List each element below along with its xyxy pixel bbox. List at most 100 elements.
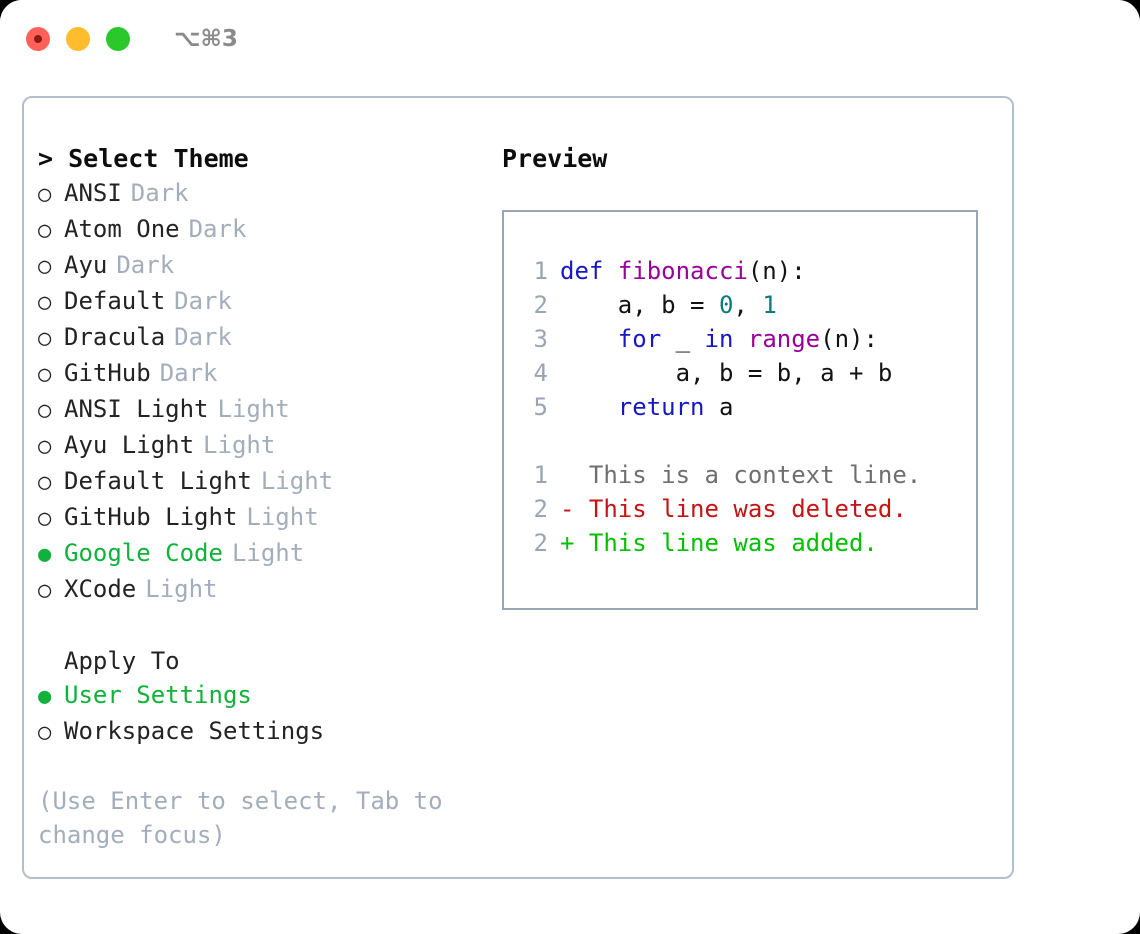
- theme-option-atom-one[interactable]: ○ Atom One Dark: [38, 212, 508, 248]
- code-line: 1 def fibonacci(n):: [514, 254, 976, 288]
- diff-line-add: 2+ This line was added.: [514, 526, 976, 560]
- radio-selected-icon: ●: [38, 542, 52, 567]
- theme-option-label: ANSI Light: [64, 395, 209, 423]
- diff-line-ctx: 1 This is a context line.: [514, 458, 976, 492]
- radio-unselected-icon: ○: [38, 254, 52, 279]
- radio-unselected-icon: ○: [38, 720, 52, 745]
- code-line-number: 3: [533, 325, 548, 353]
- apply-to-option-workspace-settings[interactable]: ○ Workspace Settings: [38, 714, 508, 750]
- radio-unselected-icon: ○: [38, 290, 52, 315]
- code-token-kw: def: [560, 257, 604, 285]
- apply-to-list[interactable]: ● User Settings ○ Workspace Settings: [38, 678, 508, 750]
- code-token-plain: (n):: [747, 257, 806, 285]
- radio-unselected-icon: ○: [38, 470, 52, 495]
- code-token-plain: (n):: [820, 325, 878, 353]
- theme-option-category: Dark: [174, 287, 232, 315]
- code-token-num: 1: [762, 291, 777, 319]
- theme-option-category: Light: [203, 431, 276, 459]
- code-line: 5 return a: [514, 390, 976, 424]
- radio-unselected-icon: ○: [38, 218, 52, 243]
- code-token-plain: [733, 325, 747, 353]
- code-token-num: 0: [718, 291, 734, 319]
- code-line-number: 5: [533, 393, 548, 421]
- code-token-plain: _: [661, 325, 705, 353]
- code-token-plain: [560, 393, 618, 421]
- code-line-number: 2: [533, 291, 548, 319]
- theme-option-category: Dark: [174, 323, 232, 351]
- code-token-kw: return: [617, 393, 705, 421]
- diff-sample: 1 This is a context line. 2 - This line wa…: [514, 458, 976, 560]
- apply-to-title: Apply To: [64, 647, 180, 675]
- code-line-content: for _ in range(n):: [560, 322, 878, 356]
- theme-option-category: Light: [145, 575, 218, 603]
- theme-option-category: Dark: [159, 359, 218, 387]
- code-token-plain: a, b = b, a + b: [560, 359, 893, 387]
- diff-line-content: + This line was added.: [560, 529, 878, 557]
- theme-option-label: Default: [64, 287, 166, 315]
- theme-option-default[interactable]: ○ Default Dark: [38, 284, 508, 320]
- diff-line-number: 1: [533, 461, 548, 489]
- diff-line-del: 2 - This line was deleted.: [514, 492, 976, 526]
- diff-line-content: - This line was deleted.: [560, 495, 907, 523]
- theme-option-category: Dark: [188, 215, 247, 243]
- code-line: 3 for _ in range(n):: [514, 322, 976, 356]
- keyboard-hint-text: (Use Enter to select, Tab to change focu…: [38, 787, 458, 849]
- code-token-plain: a, b =: [560, 291, 719, 319]
- theme-option-label: ANSI: [64, 179, 122, 207]
- code-line: 2 a, b = 0, 1: [514, 288, 976, 322]
- theme-option-label: Ayu: [64, 251, 108, 279]
- close-button-icon[interactable]: [26, 27, 50, 51]
- code-line-content: a, b = 0, 1: [560, 288, 777, 322]
- diff-line-number: 2: [533, 495, 548, 523]
- code-token-kw: for: [617, 325, 662, 353]
- theme-option-label: Atom One: [64, 215, 180, 243]
- theme-option-ansi[interactable]: ○ ANSI Dark: [38, 176, 508, 212]
- title-bar: ⌥⌘3: [0, 0, 1140, 78]
- theme-option-label: Google Code: [64, 539, 223, 567]
- apply-to-option-user-settings[interactable]: ● User Settings: [38, 678, 508, 714]
- preview-title: Preview: [502, 144, 608, 173]
- traffic-light-group: [26, 27, 130, 51]
- theme-option-label: Ayu Light: [64, 431, 195, 459]
- diff-line-content: This is a context line.: [560, 461, 922, 489]
- code-line-number: 4: [533, 359, 548, 387]
- radio-unselected-icon: ○: [38, 506, 52, 531]
- apply-to-option-label: Workspace Settings: [64, 717, 325, 745]
- code-token-fn: fibonacci: [617, 257, 748, 285]
- minimize-button-icon[interactable]: [66, 27, 90, 51]
- code-token-kw: in: [704, 325, 734, 353]
- radio-unselected-icon: ○: [38, 578, 52, 603]
- theme-option-label: Default Light: [64, 467, 252, 495]
- theme-option-label: GitHub: [64, 359, 151, 387]
- theme-option-label: Dracula: [64, 323, 166, 351]
- theme-option-category: Light: [231, 539, 305, 567]
- code-line: 4 a, b = b, a + b: [514, 356, 976, 390]
- code-line-number: 1: [533, 257, 548, 285]
- apply-to-option-label: User Settings: [64, 681, 252, 709]
- maximize-button-icon[interactable]: [106, 27, 130, 51]
- code-line-content: def fibonacci(n):: [560, 254, 806, 288]
- radio-unselected-icon: ○: [38, 182, 52, 207]
- theme-option-category: Light: [246, 503, 319, 531]
- code-token-fn: range: [747, 325, 821, 353]
- radio-selected-icon: ●: [38, 684, 52, 709]
- theme-option-google-code[interactable]: ● Google Code Light: [38, 536, 508, 572]
- theme-option-category: Light: [217, 395, 290, 423]
- select-theme-title: > Select Theme: [38, 144, 249, 173]
- theme-option-category: Dark: [130, 179, 189, 207]
